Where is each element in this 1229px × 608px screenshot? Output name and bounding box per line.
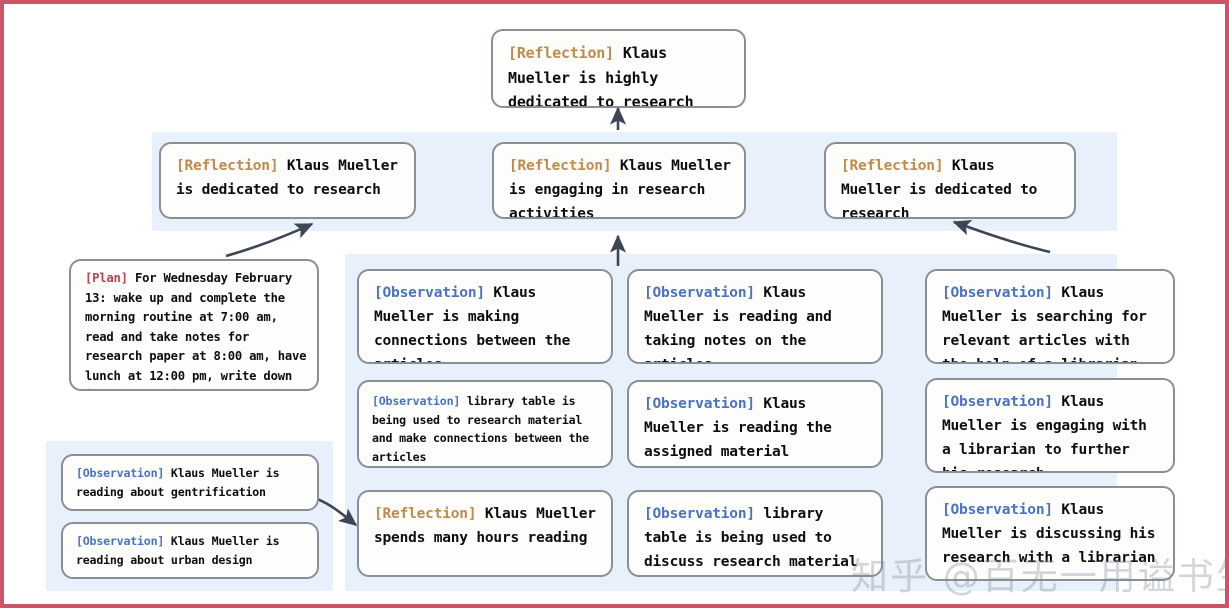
node-reflection-2[interactable]: [Reflection] Klaus Mueller is engaging i… [492, 142, 746, 219]
tag-reflection: [Reflection] [508, 44, 614, 62]
node-text: library table is being used to discuss r… [644, 506, 858, 570]
node-col1-item-2[interactable]: [Observation] library table is being use… [357, 380, 613, 468]
node-col3-item-2[interactable]: [Observation] Klaus Mueller is engaging … [925, 378, 1175, 473]
node-text: Klaus Mueller spends many hours reading [374, 506, 596, 546]
tag-reflection: [Reflection] [509, 158, 612, 174]
node-col2-item-1[interactable]: [Observation] Klaus Mueller is reading a… [627, 269, 883, 364]
tag-observation: [Observation] [374, 285, 485, 301]
node-left-observation-2[interactable]: [Observation] Klaus Mueller is reading a… [61, 522, 319, 579]
node-col2-item-2[interactable]: [Observation] Klaus Mueller is reading t… [627, 380, 883, 468]
tag-reflection: [Reflection] [176, 158, 279, 174]
node-text: Klaus Mueller is highly dedicated to res… [508, 44, 694, 108]
node-text: Klaus Mueller is reading about urban des… [76, 534, 280, 567]
node-col2-item-3[interactable]: [Observation] library table is being use… [627, 490, 883, 577]
node-left-observation-1[interactable]: [Observation] Klaus Mueller is reading a… [61, 454, 319, 511]
node-root-reflection[interactable]: [Reflection] Klaus Mueller is highly ded… [491, 29, 746, 108]
node-text: Klaus Mueller is reading about gentrific… [76, 466, 280, 499]
node-text: Klaus Mueller is reading and taking note… [644, 285, 832, 362]
tag-plan: [Plan] [85, 271, 128, 285]
node-col3-item-1[interactable]: [Observation] Klaus Mueller is searching… [925, 269, 1175, 364]
node-text: Klaus Mueller is discussing his research… [942, 502, 1156, 566]
watermark: 知乎 @百无一用谥书生 [851, 555, 1229, 598]
node-text: Klaus Mueller is searching for relevant … [942, 285, 1147, 362]
tag-observation: [Observation] [76, 466, 165, 480]
tag-observation: [Observation] [942, 394, 1053, 410]
node-col3-item-3[interactable]: [Observation] Klaus Mueller is discussin… [925, 486, 1175, 581]
node-reflection-1[interactable]: [Reflection] Klaus Mueller is dedicated … [159, 142, 416, 219]
node-text: library table is being used to research … [372, 394, 589, 464]
tag-observation: [Observation] [942, 502, 1053, 518]
node-text: Klaus Mueller is engaging in research ac… [509, 158, 731, 219]
node-text: Klaus Mueller is engaging with a librari… [942, 394, 1147, 471]
node-text: Klaus Mueller is making connections betw… [374, 285, 571, 362]
tag-observation: [Observation] [372, 394, 461, 408]
tag-observation: [Observation] [644, 506, 755, 522]
node-col1-item-1[interactable]: [Observation] Klaus Mueller is making co… [357, 269, 613, 364]
tag-reflection: [Reflection] [841, 158, 944, 174]
tag-observation: [Observation] [644, 285, 755, 301]
tag-observation: [Observation] [644, 396, 755, 412]
node-text: For Wednesday February 13: wake up and c… [85, 271, 307, 389]
node-col1-item-3[interactable]: [Reflection] Klaus Mueller spends many h… [357, 490, 613, 577]
node-reflection-3[interactable]: [Reflection] Klaus Mueller is dedicated … [824, 142, 1076, 219]
tag-observation: [Observation] [942, 285, 1053, 301]
tag-reflection: [Reflection] [374, 506, 477, 522]
node-plan[interactable]: [Plan] For Wednesday February 13: wake u… [69, 259, 319, 391]
node-text: Klaus Mueller is dedicated to research [841, 158, 1038, 219]
node-text: Klaus Mueller is dedicated to research [176, 158, 398, 198]
tag-observation: [Observation] [76, 534, 165, 548]
node-text: Klaus Mueller is reading the assigned ma… [644, 396, 832, 460]
